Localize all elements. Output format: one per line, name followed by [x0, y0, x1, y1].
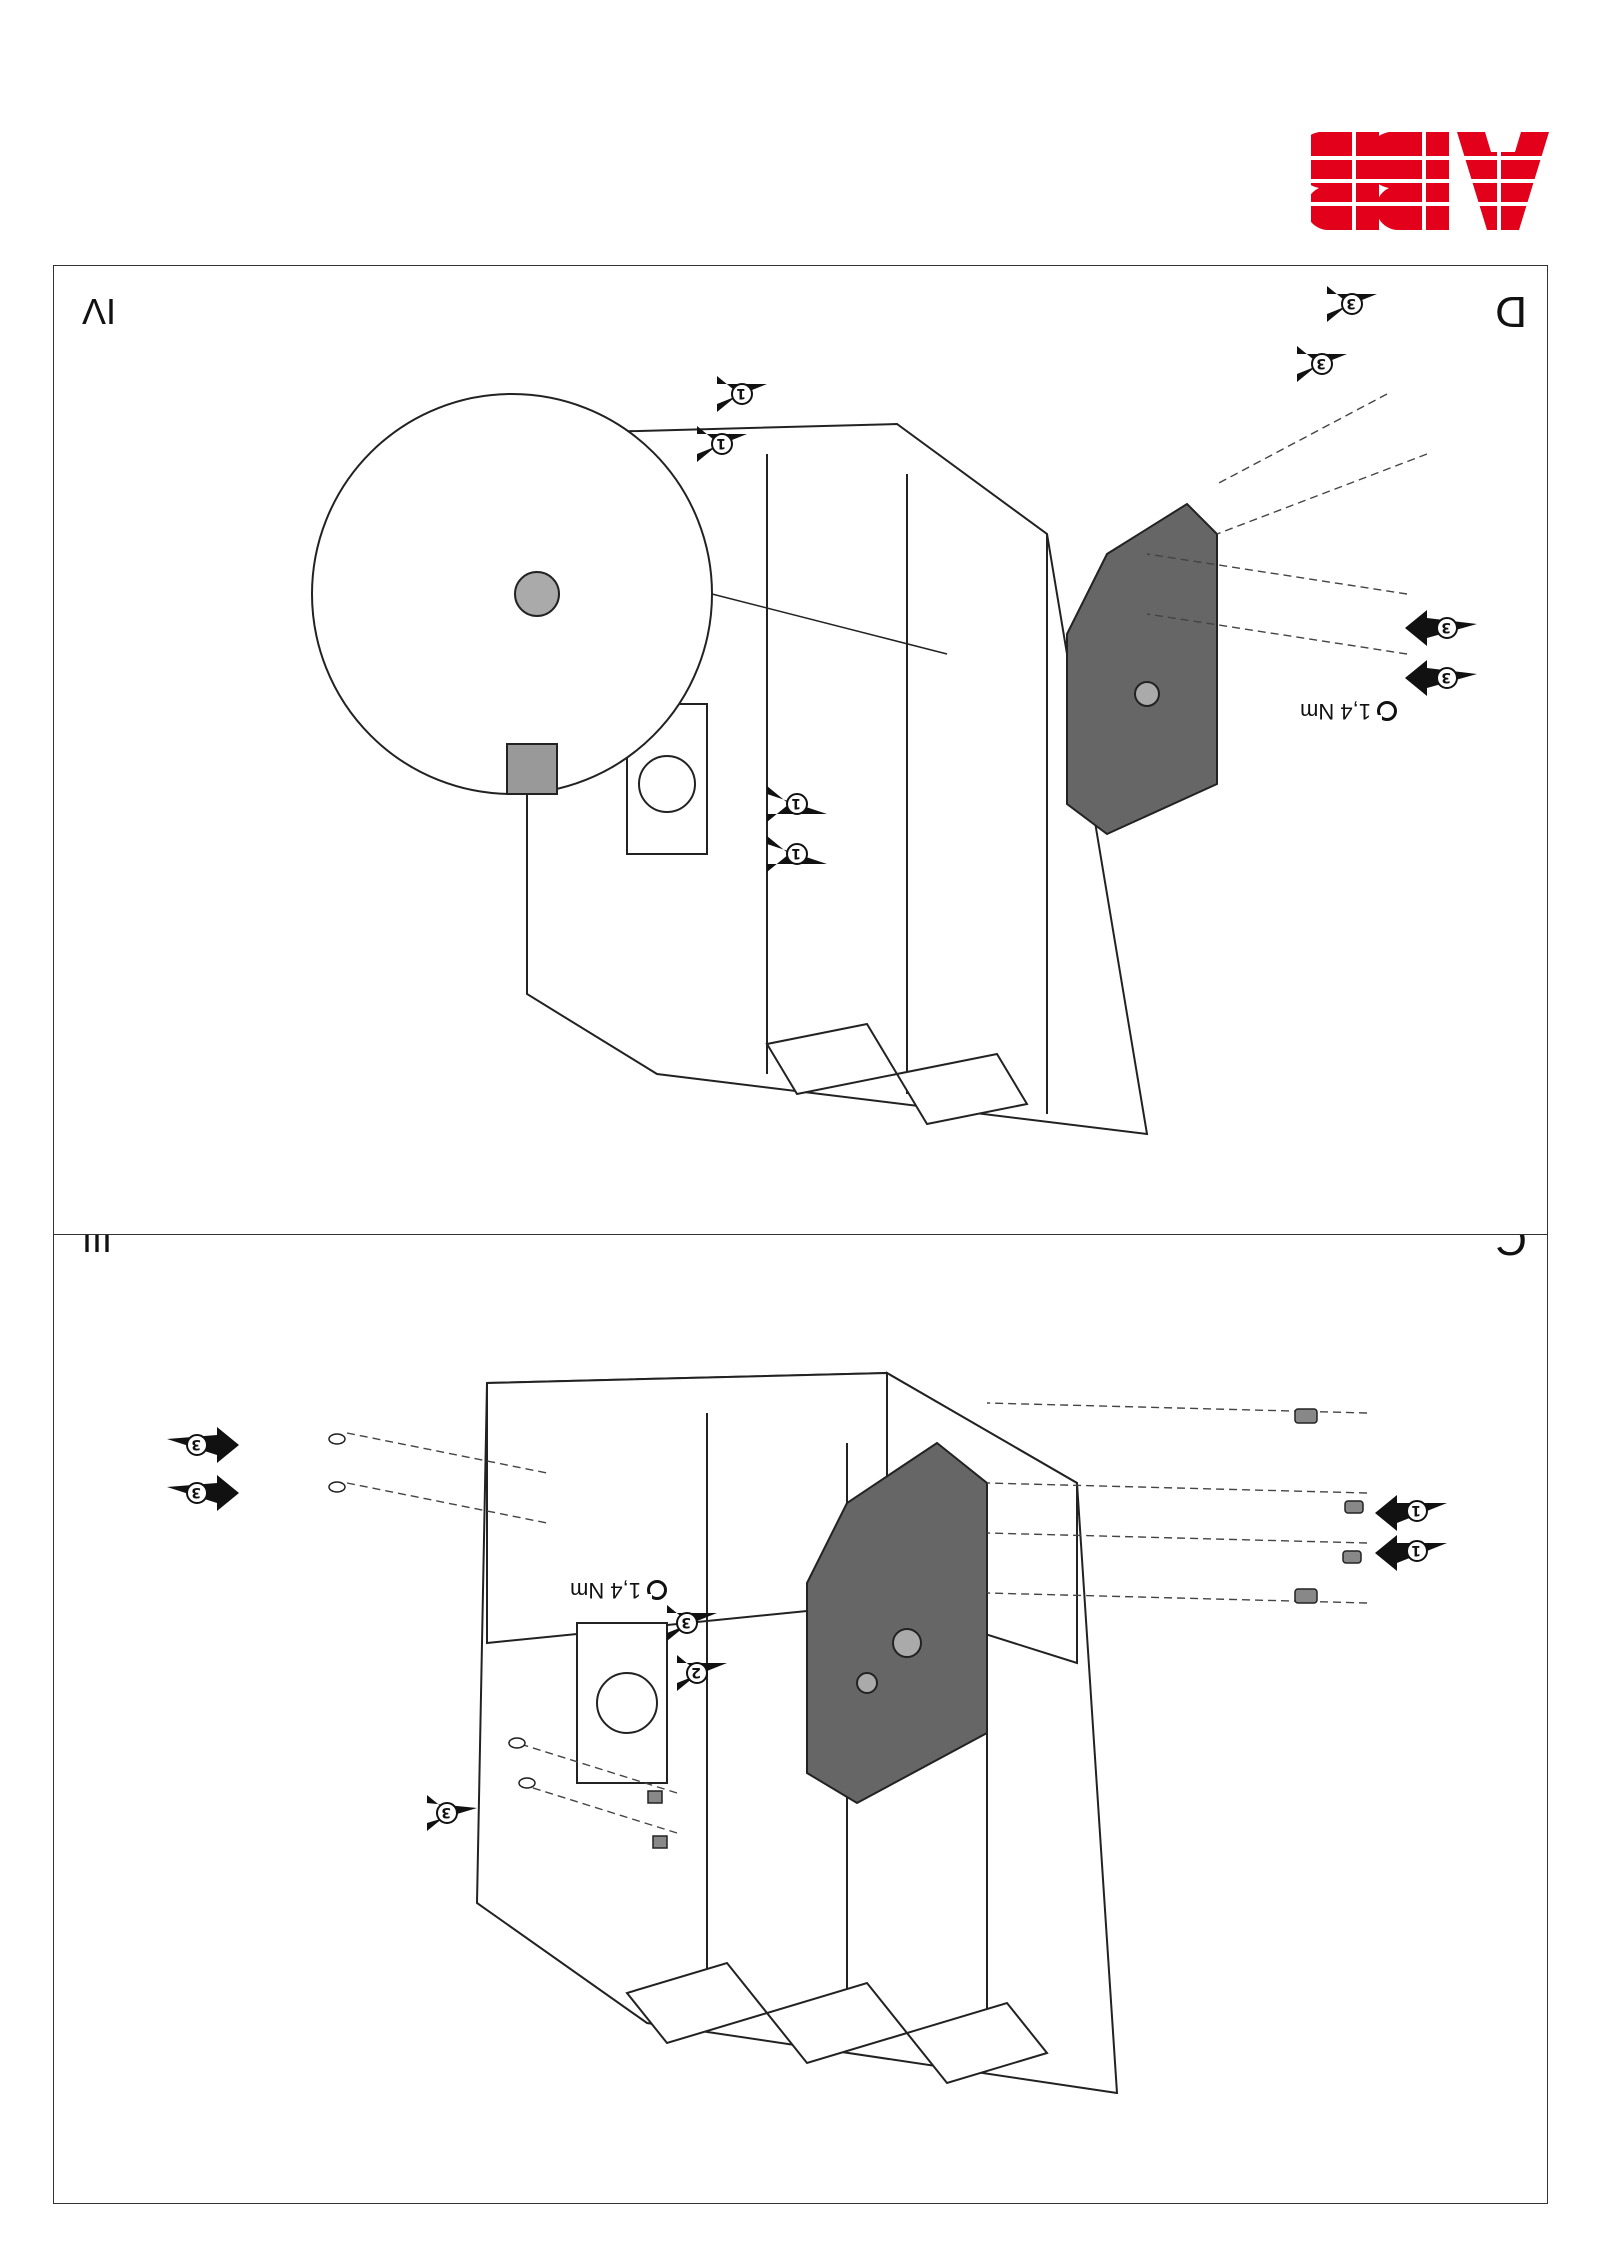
callout-label: 3	[681, 1614, 691, 1630]
callout-label: 1	[791, 795, 801, 811]
callout-marker: 1 1 3 3 3 2 3	[186, 1434, 1428, 1824]
panel-numeral: IV	[82, 291, 117, 332]
callout-label: 3	[1441, 669, 1451, 685]
panel-letter: D	[1495, 287, 1527, 336]
callout-label: 1	[791, 845, 801, 861]
callout-label: 3	[441, 1804, 451, 1820]
callout-label: 1	[736, 385, 746, 401]
torque-label: 1,4 Nm	[1300, 698, 1397, 724]
callout-label: 1	[1411, 1542, 1421, 1558]
panel-c: 1 1 3 3 3 2 3 1,4 Nm C III	[53, 1193, 1548, 2204]
torque-label: 1,4 Nm	[570, 1577, 667, 1603]
panel-d: 3 3 1 1 1 1 3 3 1,4 Nm D IV	[53, 265, 1548, 1235]
callout-label: 2	[691, 1664, 701, 1680]
torque-wrench-icon	[1377, 701, 1397, 721]
panel-d-illustration: 3 3 1 1 1 1 3 3	[311, 286, 1477, 1136]
callout-label: 3	[191, 1436, 201, 1452]
callout-label: 3	[1316, 355, 1326, 371]
callout-label: 1	[716, 435, 726, 451]
callout-label: 1	[1411, 1502, 1421, 1518]
panel-c-illustration: 1 1 3 3 3 2 3	[167, 1371, 1447, 2095]
abb-logo	[1311, 132, 1549, 230]
callout-label: 3	[191, 1484, 201, 1500]
callout-label: 3	[1346, 295, 1356, 311]
callout-marker: 3 3 1 1 1 1 3 3	[711, 293, 1458, 865]
torque-wrench-icon	[647, 1580, 667, 1600]
callout-label: 3	[1441, 619, 1451, 635]
